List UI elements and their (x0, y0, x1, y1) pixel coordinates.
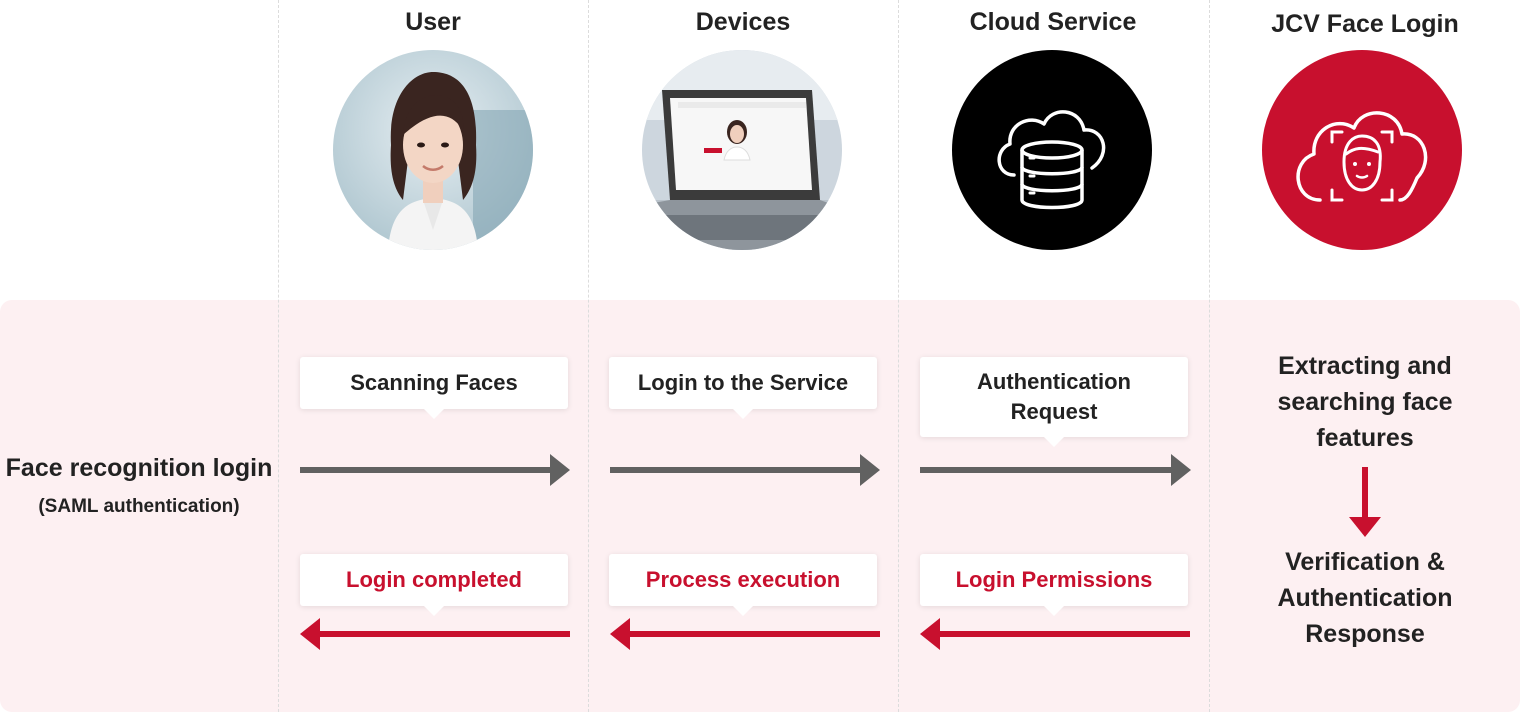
response-arrow (300, 618, 570, 650)
request-arrow (300, 454, 570, 486)
request-arrow (920, 454, 1191, 486)
row-label-subtitle: (SAML authentication) (38, 496, 240, 517)
column-divider (898, 0, 899, 712)
column-title-jcv-face-login: JCV Face Login (1271, 10, 1459, 38)
laptop-photo (642, 50, 842, 250)
column-title-devices: Devices (695, 8, 791, 36)
step-label-login-permissions: Login Permissions (920, 554, 1188, 616)
column-title-user: User (405, 8, 461, 36)
column-divider (278, 0, 279, 712)
jcv-step-verification: Verification & Authentication Response (1277, 548, 1453, 648)
request-arrow (610, 454, 880, 486)
step-label-process-execution: Process execution (609, 554, 877, 616)
row-label: Face recognition login (SAML authenticat… (0, 452, 278, 518)
column-divider (588, 0, 589, 712)
cloud-database-icon (952, 50, 1152, 250)
column-divider (1209, 0, 1210, 712)
user-photo (333, 50, 533, 250)
jcv-step-extracting: Extracting and searching face features (1277, 352, 1453, 452)
step-label-login-to-service: Login to the Service (609, 357, 877, 419)
step-label-login-completed: Login completed (300, 554, 568, 616)
row-label-title: Face recognition login (5, 454, 273, 482)
response-arrow (610, 618, 880, 650)
step-label-authentication-request: Authentication Request (920, 357, 1188, 447)
step-label-scanning-faces: Scanning Faces (300, 357, 568, 419)
response-arrow (920, 618, 1190, 650)
cloud-face-scan-icon (1262, 50, 1462, 250)
down-arrow (1349, 467, 1381, 537)
column-title-cloud-service: Cloud Service (969, 8, 1137, 36)
